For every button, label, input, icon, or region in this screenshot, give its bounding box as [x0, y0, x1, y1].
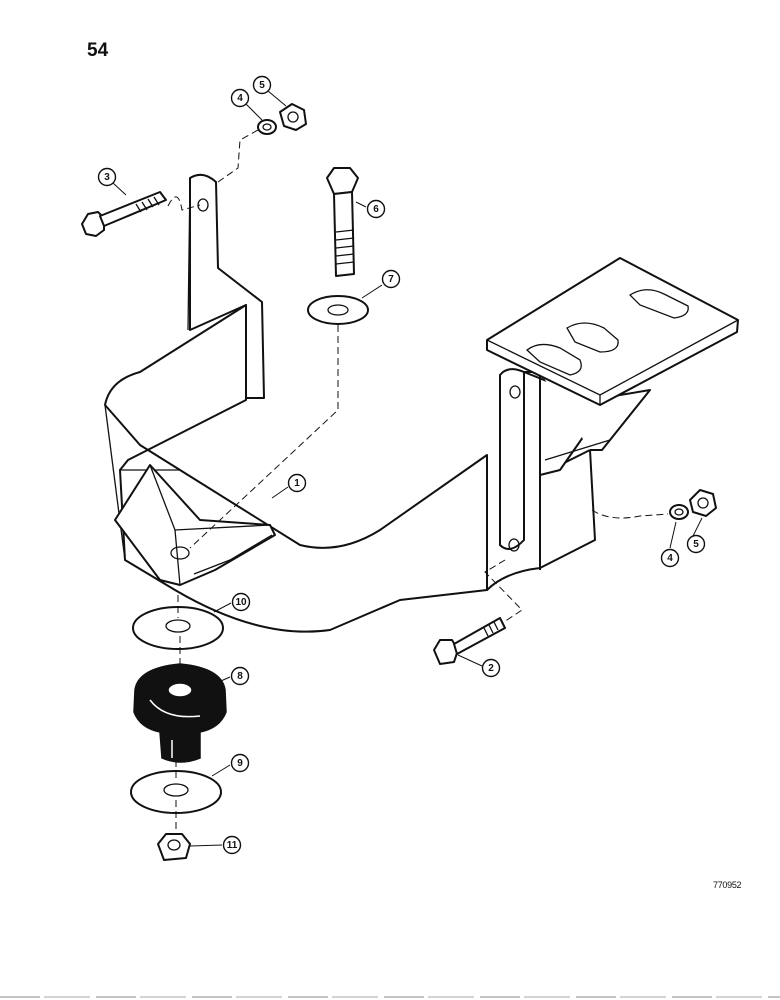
nut-11 — [157, 833, 191, 861]
nut-5-right — [689, 489, 717, 517]
callout-circle — [230, 753, 250, 773]
assembly-line-washer-7 — [189, 325, 339, 549]
callout-label: 3 — [104, 172, 110, 183]
leader-line-3 — [112, 182, 127, 196]
bolt-6 — [326, 167, 359, 277]
leader-line-4-top — [245, 103, 263, 121]
washer-10 — [132, 606, 224, 650]
callout-label: 6 — [373, 204, 379, 215]
callout-2: 2 — [481, 658, 501, 678]
callout-circle — [287, 473, 307, 493]
callout-circle — [366, 199, 386, 219]
callout-label: 8 — [237, 671, 243, 682]
leader-line-9 — [211, 764, 231, 777]
leader-line-11 — [189, 844, 223, 847]
leader-line-5-right — [692, 517, 703, 537]
callout-circle — [252, 75, 272, 95]
drawing-reference-code: 770952 — [713, 880, 742, 890]
callout-4-right: 4 — [660, 548, 680, 568]
callout-circle — [230, 88, 250, 108]
callout-6: 6 — [366, 199, 386, 219]
callout-label: 5 — [693, 539, 699, 550]
leader-line-5-top — [267, 90, 287, 107]
nut-5-top — [279, 103, 307, 131]
leader-line-6 — [355, 201, 367, 208]
assembly-line-bolt-3 — [167, 196, 201, 211]
leader-line-4-right — [669, 521, 677, 549]
callout-circle — [660, 548, 680, 568]
callout-5-top: 5 — [252, 75, 272, 95]
callout-circle — [686, 534, 706, 554]
leader-line-1 — [271, 486, 289, 499]
callout-label: 11 — [227, 840, 238, 851]
support-bracket — [104, 173, 739, 633]
leader-line-2 — [457, 654, 483, 667]
assembly-line-washer-4-right — [591, 509, 669, 519]
callout-circle — [230, 666, 250, 686]
callout-circle — [481, 658, 501, 678]
callout-label: 7 — [388, 274, 394, 285]
lock-washer-4-top — [257, 119, 277, 135]
callout-circle — [97, 167, 117, 187]
bolt-3 — [81, 191, 167, 237]
callout-4-top: 4 — [230, 88, 250, 108]
callout-circle — [381, 269, 401, 289]
scan-edge-line — [0, 996, 780, 998]
callout-10: 10 — [231, 592, 251, 612]
assembly-line-washer-4-top — [217, 129, 259, 183]
callout-label: 10 — [235, 597, 247, 608]
callout-circle — [222, 835, 242, 855]
leader-line-8 — [213, 676, 231, 685]
callout-7: 7 — [381, 269, 401, 289]
washer-7 — [307, 295, 369, 325]
callout-5-right: 5 — [686, 534, 706, 554]
leader-line-10 — [213, 602, 232, 613]
callout-label: 1 — [294, 478, 300, 489]
assembly-line-bolt-2 — [484, 559, 523, 623]
rubber-mount-8 — [133, 663, 227, 763]
lock-washer-4-right — [669, 504, 689, 520]
callout-11: 11 — [222, 835, 242, 855]
leader-line-7 — [361, 284, 383, 299]
callout-label: 4 — [237, 93, 243, 104]
callout-label: 9 — [237, 758, 243, 769]
callout-label: 2 — [488, 663, 494, 674]
callout-3: 3 — [97, 167, 117, 187]
page-number: 54 — [87, 40, 109, 61]
callout-label: 5 — [259, 80, 265, 91]
callout-9: 9 — [230, 753, 250, 773]
callout-8: 8 — [230, 666, 250, 686]
callout-1: 1 — [287, 473, 307, 493]
bolt-2 — [433, 617, 506, 665]
callout-label: 4 — [667, 553, 673, 564]
callout-circle — [231, 592, 251, 612]
